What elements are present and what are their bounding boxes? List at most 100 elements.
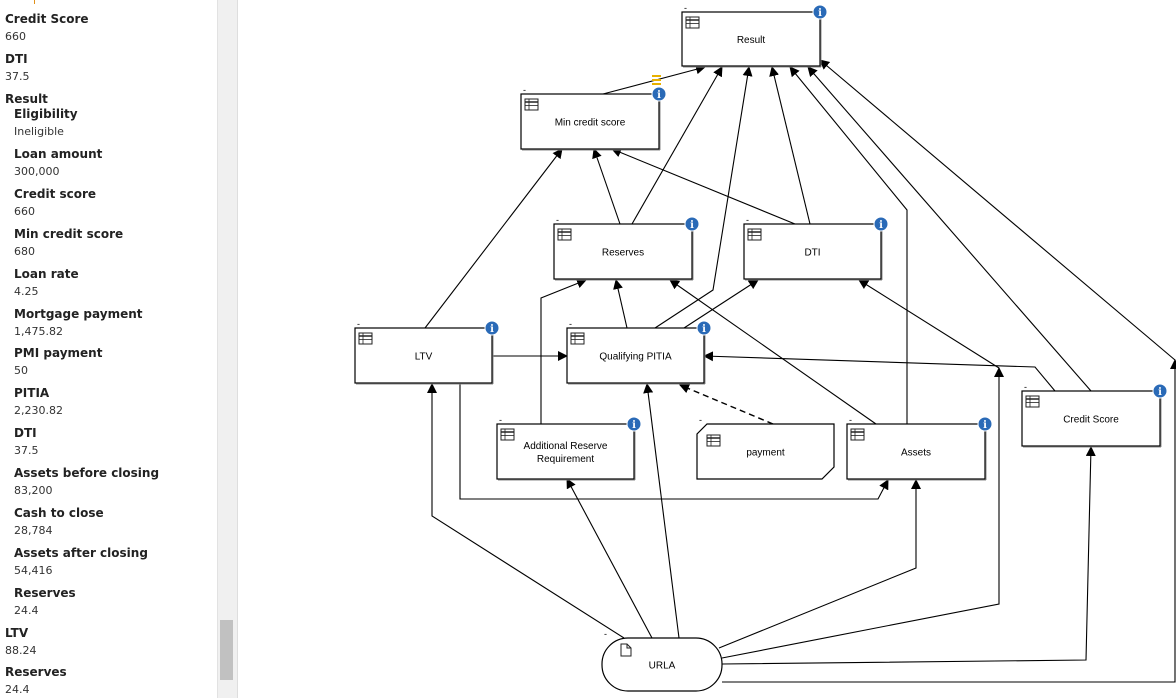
dependency-edge	[459, 383, 889, 500]
variable-value: 54,416	[14, 564, 53, 577]
svg-text:i: i	[818, 8, 822, 19]
svg-text:i: i	[983, 420, 987, 431]
svg-text:i: i	[657, 90, 661, 101]
variable-value: 680	[14, 245, 35, 258]
variable-label: DTI	[5, 52, 28, 66]
annotation-icon	[652, 75, 661, 85]
info-icon[interactable]: i	[873, 216, 889, 232]
node-label: URLA	[649, 661, 676, 672]
dependency-edge	[721, 367, 1004, 659]
svg-text:i: i	[490, 324, 494, 335]
svg-text:Reserves: Reserves	[602, 248, 644, 259]
variable-value: 24.4	[14, 604, 39, 617]
info-icon[interactable]: i	[684, 216, 700, 232]
info-icon[interactable]: i	[696, 320, 712, 336]
node-marker: -	[1024, 382, 1027, 392]
knowledge-edge	[679, 383, 774, 425]
variable-entry: Assets after closing 54,416	[14, 546, 148, 578]
dependency-edge	[769, 66, 811, 225]
edges	[424, 59, 1176, 683]
node-marker: -	[569, 319, 572, 329]
svg-text:Requirement: Requirement	[537, 454, 594, 465]
variable-label: Credit Score	[5, 12, 89, 26]
table-icon	[747, 228, 762, 241]
svg-text:Qualifying PITIA: Qualifying PITIA	[599, 352, 672, 363]
variable-label: Assets before closing	[14, 466, 160, 480]
variable-value: 37.5	[14, 444, 39, 457]
info-icon[interactable]: i	[812, 4, 828, 20]
variable-label: PMI payment	[14, 346, 103, 360]
variable-label: Min credit score	[14, 227, 124, 241]
dependency-edge	[613, 279, 628, 329]
table-icon	[1025, 395, 1040, 408]
table-icon	[685, 16, 700, 29]
panel-scrollbar[interactable]	[217, 0, 237, 698]
variable-label: PITIA	[14, 386, 50, 400]
variable-label: Eligibility	[14, 107, 78, 121]
table-icon	[500, 428, 515, 441]
svg-text:i: i	[702, 324, 706, 335]
svg-text:URLA: URLA	[649, 661, 676, 672]
variable-label: Cash to close	[14, 506, 104, 520]
info-icon[interactable]: i	[651, 86, 667, 102]
svg-text:payment: payment	[746, 448, 785, 459]
variable-entry: Reserves 24.4	[14, 586, 76, 618]
dependency-edge	[631, 66, 723, 225]
variable-label: Loan amount	[14, 147, 103, 161]
svg-text:i: i	[1158, 387, 1162, 398]
dependency-edge	[718, 479, 921, 649]
svg-text:DTI: DTI	[804, 248, 820, 259]
variable-label: Reserves	[14, 586, 76, 600]
svg-text:i: i	[632, 420, 636, 431]
dependency-edge	[427, 383, 625, 639]
info-icon[interactable]: i	[1152, 383, 1168, 399]
node-urla[interactable]: -URLA	[601, 629, 723, 692]
variable-label: Reserves	[5, 665, 67, 679]
info-icon[interactable]: i	[484, 320, 500, 336]
variable-entry: Result	[5, 92, 48, 107]
dependency-edge	[592, 148, 621, 225]
scrollbar-thumb[interactable]	[220, 620, 233, 680]
node-marker: -	[746, 215, 749, 225]
variable-value: 4.25	[14, 285, 39, 298]
node-label: Qualifying PITIA	[599, 352, 672, 363]
variable-value: 24.4	[5, 683, 30, 696]
variable-value: 1,475.82	[14, 325, 63, 338]
variable-label: Assets after closing	[14, 546, 148, 560]
node-label: Result	[737, 35, 766, 46]
node-label: Reserves	[602, 248, 644, 259]
dependency-edge	[424, 148, 563, 329]
node-marker: -	[499, 415, 502, 425]
dependency-edge	[540, 278, 587, 424]
variable-label: LTV	[5, 626, 29, 640]
variable-label: Credit score	[14, 187, 97, 201]
variable-label: Mortgage payment	[14, 307, 143, 321]
svg-text:LTV: LTV	[415, 352, 433, 363]
info-icon[interactable]: i	[626, 416, 642, 432]
info-icon[interactable]: i	[977, 416, 993, 432]
scroll-marker	[34, 0, 35, 4]
node-payment[interactable]: -payment	[696, 415, 835, 480]
dependency-edge	[643, 383, 680, 639]
table-icon	[557, 228, 572, 241]
